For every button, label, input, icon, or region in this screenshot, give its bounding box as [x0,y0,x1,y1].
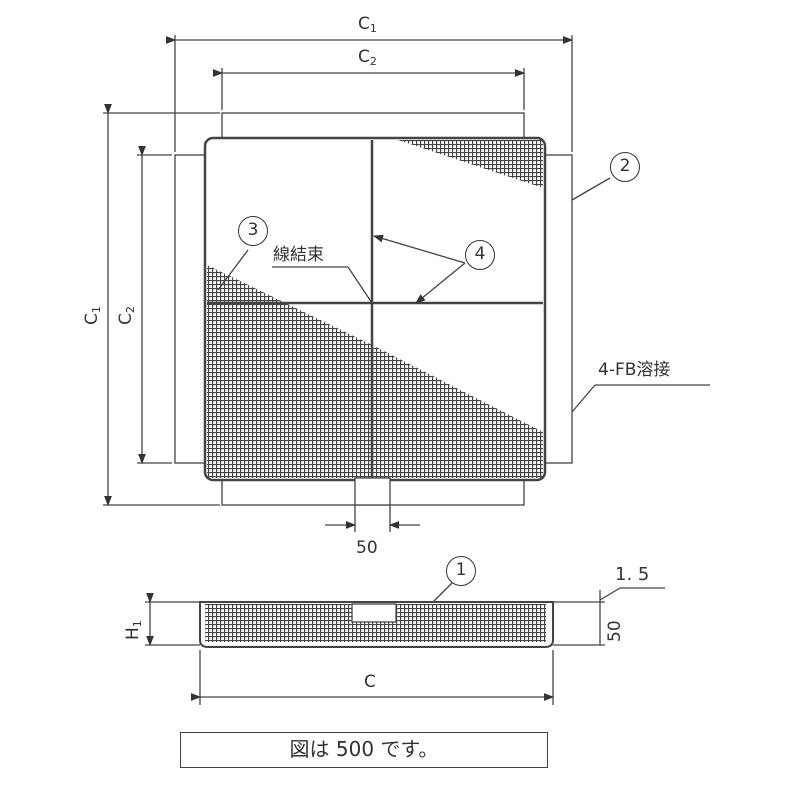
dim-label: C [82,313,102,325]
dim-label: C [358,47,370,67]
dim-h1: H1 [123,620,144,640]
dim-sub: 1 [90,306,103,314]
dim-sub: 1 [131,620,144,628]
side-view-outline [199,601,554,648]
dim-label: C [116,313,136,325]
dim-thickness: 1. 5 [615,564,650,585]
dim-c1-left: C1 [82,306,103,325]
dim-label: C [358,14,370,34]
mesh-lower [207,265,543,478]
dim-c2-left: C2 [116,306,137,325]
dim-c1-top: C1 [358,14,377,35]
wire-binding-label: 線結束 [273,245,324,265]
dim-label: H [123,627,143,640]
callout-3: 3 [238,216,268,246]
dim-sub: 2 [124,306,137,314]
fb-weld-label: 4-FB溶接 [598,360,671,380]
dim-sub: 2 [369,55,377,68]
callout-1: 1 [446,556,476,586]
callout-2: 2 [610,152,640,182]
top-flange [221,112,525,139]
dim-height: 50 [605,620,625,642]
mesh-upper [398,140,543,188]
left-flange [174,154,206,464]
dim-c2-top: C2 [358,47,377,68]
dim-gap: 50 [356,538,378,558]
dim-c: C [364,672,376,692]
right-flange [544,154,573,464]
dim-sub: 1 [369,22,377,35]
note-box: 図は 500 です。 [180,732,548,768]
callout-4: 4 [465,240,495,270]
